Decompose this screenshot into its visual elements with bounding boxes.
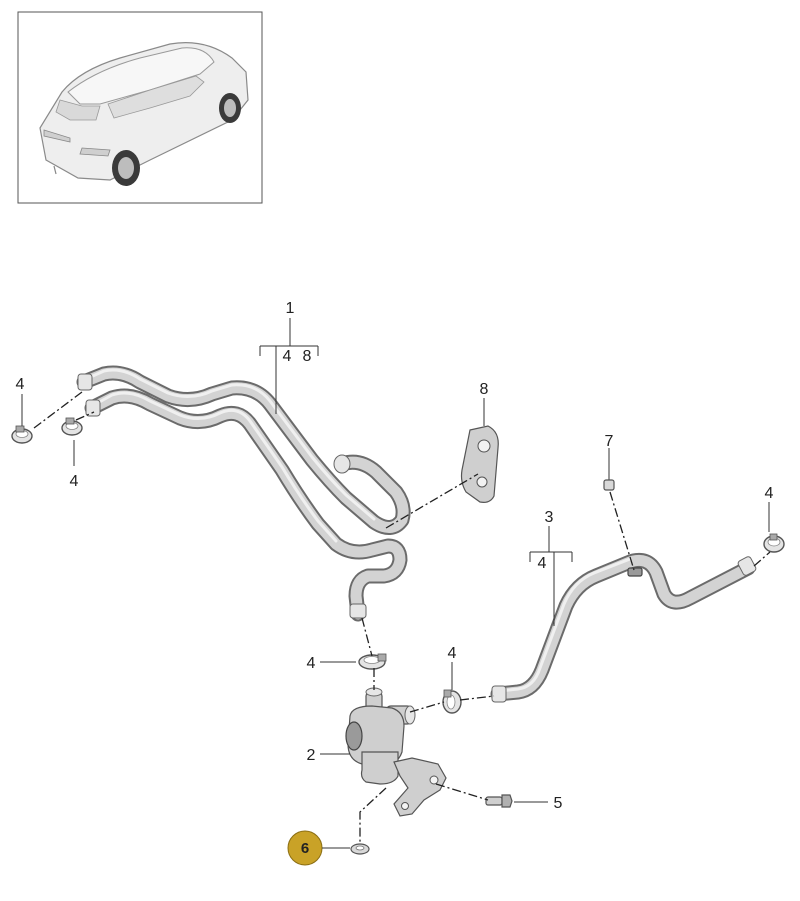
callout-3-sub-4: 4 (538, 555, 547, 572)
clip-7 (603, 476, 615, 491)
coolant-hose-1 (76, 365, 411, 622)
callout-6-badge[interactable]: 6 (287, 830, 350, 866)
car-suv-rear-view-icon (39, 42, 249, 186)
hose-clamp-4-pump-top (358, 653, 387, 670)
hose-clamp-4-left-bottom (61, 417, 83, 436)
callout-4-left-top: 4 (16, 376, 25, 393)
callout-7: 7 (605, 433, 614, 450)
nut-6 (350, 843, 370, 855)
callout-labels: 1 4 8 4 4 8 7 3 4 4 4 4 2 5 (16, 300, 774, 812)
bolt-5 (485, 794, 513, 808)
bracket-8 (460, 425, 499, 503)
callout-2: 2 (307, 747, 316, 764)
callout-1: 1 (286, 300, 295, 317)
callout-3: 3 (545, 509, 554, 526)
water-pump-2 (345, 687, 447, 817)
callout-4-pump-top: 4 (307, 655, 316, 672)
callout-4-right: 4 (765, 485, 774, 502)
callout-4-left-bottom: 4 (70, 473, 79, 490)
callout-4-pump-right: 4 (448, 645, 457, 662)
callout-1-sub-4: 4 (283, 348, 292, 365)
coolant-hose-3 (490, 552, 757, 703)
assembly-lines (33, 391, 771, 842)
hose-clamp-4-right (763, 533, 785, 553)
hose-clamp-4-left-top (11, 425, 33, 444)
callout-leaders (21, 318, 770, 803)
callout-6: 6 (301, 840, 309, 857)
hose-clamp-4-pump-right (442, 689, 462, 714)
callout-1-sub-8: 8 (303, 348, 312, 365)
callout-8: 8 (480, 381, 489, 398)
callout-5: 5 (554, 795, 563, 812)
vehicle-thumbnail (17, 11, 263, 204)
